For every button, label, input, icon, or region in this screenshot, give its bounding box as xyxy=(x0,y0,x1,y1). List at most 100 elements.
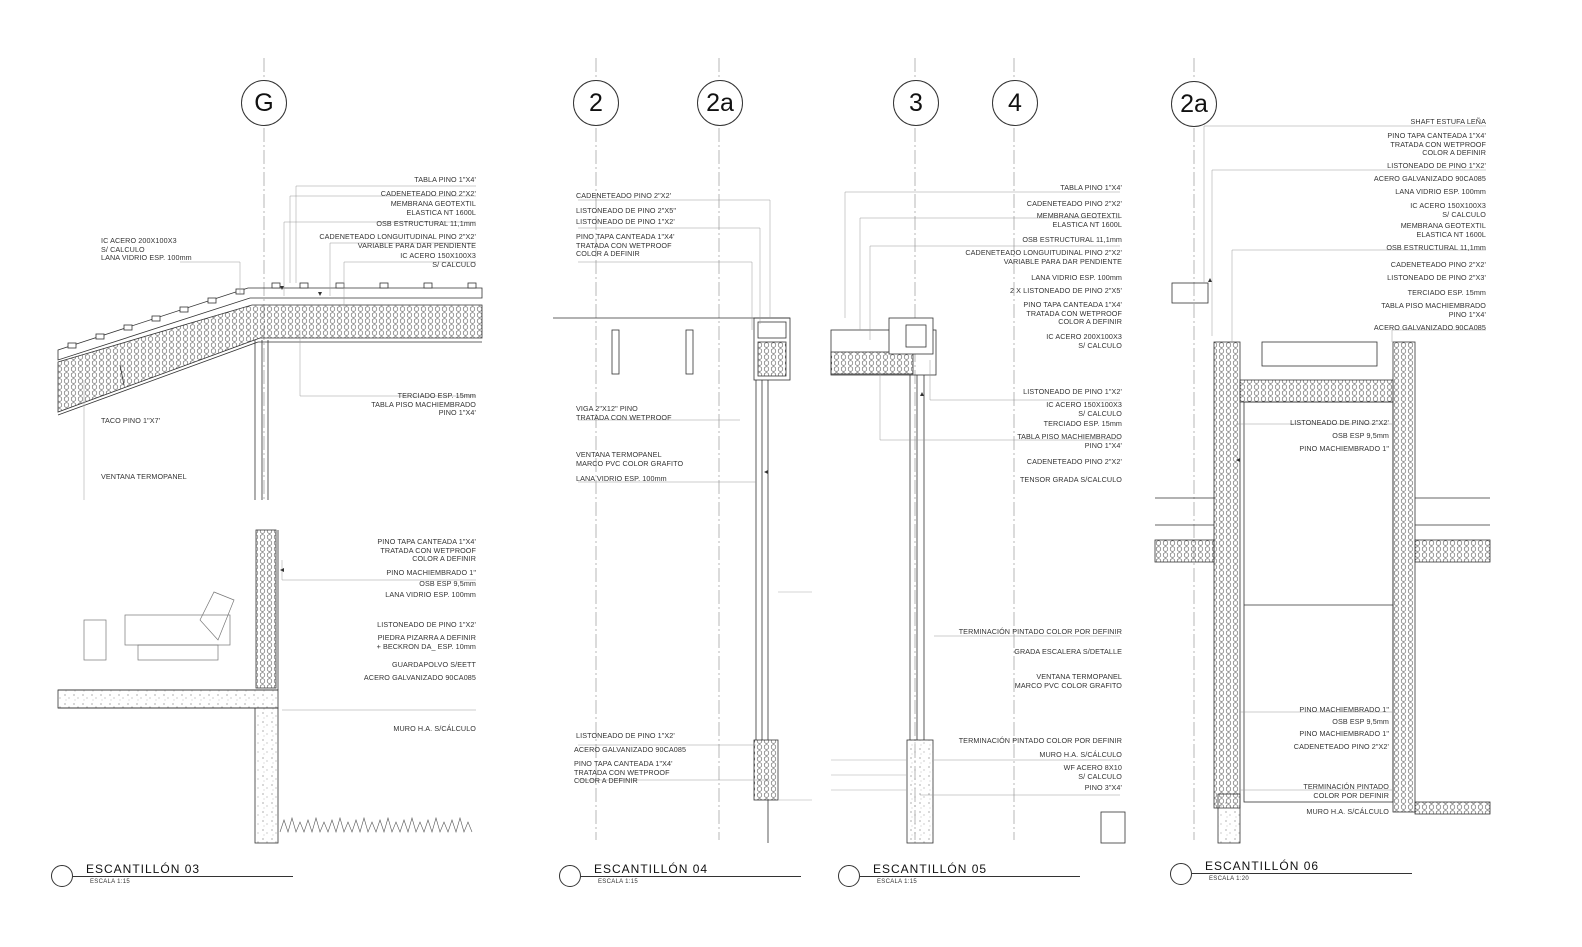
title-marker-icon xyxy=(838,865,860,887)
e05-mid-label: CADENETEADO PINO 2"X2' xyxy=(1026,457,1122,466)
e05-top-label: CADENETEADO PINO 2"X2' xyxy=(1026,199,1122,208)
e06-top-label: CADENETEADO PINO 2"X2' xyxy=(1390,260,1486,269)
section-title: ESCANTILLÓN 04 xyxy=(594,862,709,876)
e03-wall-label: LISTONEADO DE PINO 1"X2' xyxy=(377,620,476,629)
e05-bottom-label: TERMINACIÓN PINTADO COLOR POR DEFINIR xyxy=(958,736,1122,745)
e05-bottom-label: GRADA ESCALERA S/DETALLE xyxy=(1014,647,1122,656)
e05-top-label: 2 X LISTONEADO DE PINO 2"X5' xyxy=(1009,286,1122,295)
section-title: ESCANTILLÓN 06 xyxy=(1205,859,1320,873)
e05-bottom-label: WF ACERO 8X10 S/ CALCULO xyxy=(1063,763,1122,781)
e05-bottom-label: PINO 3"X4' xyxy=(1084,783,1122,792)
e03-wall-label: LANA VIDRIO ESP. 100mm xyxy=(385,590,476,599)
title-underline xyxy=(860,876,1080,877)
e03-roof-label: IC ACERO 150X100X3 S/ CALCULO xyxy=(400,251,476,269)
e05-top-label: MEMBRANA GEOTEXTIL ELASTICA NT 1600L xyxy=(1036,211,1122,229)
grid-bubble-2: 2 xyxy=(573,80,619,126)
e03-wall-label: OSB ESP 9,5mm xyxy=(419,579,476,588)
e06-top-label: LISTONEADO DE PINO 2"X3' xyxy=(1387,273,1486,282)
e06-top-label: LISTONEADO DE PINO 1"X2' xyxy=(1387,161,1486,170)
e06-bottom-label: PINO MACHIEMBRADO 1" xyxy=(1299,729,1389,738)
grid-axes xyxy=(263,58,1195,840)
section-scale: ESCALA 1:15 xyxy=(90,879,130,885)
section-scale: ESCALA 1:20 xyxy=(1209,876,1249,882)
e04-bottom-label: PINO TAPA CANTEADA 1"X4' TRATADA CON WET… xyxy=(574,759,673,786)
grid-bubble-2a: 2a xyxy=(697,80,743,126)
title-underline xyxy=(73,876,293,877)
e06-top-label: MEMBRANA GEOTEXTIL ELASTICA NT 1600L xyxy=(1400,221,1486,239)
e06-bottom-label: CADENETEADO PINO 2"X2' xyxy=(1293,742,1389,751)
e05-mid-label: IC ACERO 150X100X3 S/ CALCULO xyxy=(1046,400,1122,418)
e05-top-label: LANA VIDRIO ESP. 100mm xyxy=(1031,273,1122,282)
e03-wall-label: PINO TAPA CANTEADA 1"X4' TRATADA CON WET… xyxy=(377,537,476,564)
e05-mid-label: TENSOR GRADA S/CALCULO xyxy=(1019,475,1122,484)
section-e03-roof xyxy=(57,282,483,500)
e03-mid-label: TERCIADO ESP. 15mm TABLA PISO MACHIEMBRA… xyxy=(371,391,476,418)
e04-mid-label: VENTANA TERMOPANEL MARCO PVC COLOR GRAFI… xyxy=(576,450,684,468)
e05-top-label: IC ACERO 200X100X3 S/ CALCULO xyxy=(1046,332,1122,350)
section-title: ESCANTILLÓN 03 xyxy=(86,862,201,876)
e03-wall-label: MURO H.A. S/CÁLCULO xyxy=(393,724,476,733)
e03-wall-label: GUARDAPOLVO S/EETT xyxy=(392,660,476,669)
e06-bottom-label: MURO H.A. S/CÁLCULO xyxy=(1306,807,1389,816)
e06-top-label: SHAFT ESTUFA LEÑA xyxy=(1410,117,1486,126)
grid-bubble-3: 3 xyxy=(893,80,939,126)
e06-bottom-label: OSB ESP 9,5mm xyxy=(1332,717,1389,726)
e05-bottom-label: VENTANA TERMOPANEL MARCO PVC COLOR GRAFI… xyxy=(1014,672,1122,690)
e05-mid-label: LISTONEADO DE PINO 1"X2' xyxy=(1023,387,1122,396)
grid-bubble-2a-e06: 2a xyxy=(1171,81,1217,127)
section-e06 xyxy=(1154,282,1491,844)
e05-mid-label: TABLA PISO MACHIEMBRADO PINO 1"X4' xyxy=(1017,432,1122,450)
e06-top-label: ACERO GALVANIZADO 90CA085 xyxy=(1373,174,1486,183)
e04-top-label: LISTONEADO DE PINO 1"X2' xyxy=(576,217,675,226)
section-title: ESCANTILLÓN 05 xyxy=(873,862,988,876)
e03-roof-label: TABLA PINO 1"X4' xyxy=(414,175,476,184)
leader-lines xyxy=(180,125,1486,796)
e05-bottom-label: MURO H.A. S/CÁLCULO xyxy=(1039,750,1122,759)
grid-bubble-4: 4 xyxy=(992,80,1038,126)
e03-inner-label: VENTANA TERMOPANEL xyxy=(101,472,187,481)
section-scale: ESCALA 1:15 xyxy=(877,879,917,885)
title-marker-icon xyxy=(1170,863,1192,885)
e06-mid-label: PINO MACHIEMBRADO 1" xyxy=(1299,444,1389,453)
e04-mid-label: VIGA 2"X12" PINO TRATADA CON WETPROOF xyxy=(576,404,672,422)
e05-top-label: CADENETEADO LONGUITUDINAL PINO 2"X2' VAR… xyxy=(965,248,1122,266)
e03-inner-label: TACO PINO 1"X7' xyxy=(101,416,161,425)
e03-roof-label: OSB ESTRUCTURAL 11,1mm xyxy=(376,219,476,228)
e06-top-label: LANA VIDRIO ESP. 100mm xyxy=(1395,187,1486,196)
e06-bottom-label: PINO MACHIEMBRADO 1" xyxy=(1299,705,1389,714)
e05-top-label: TABLA PINO 1"X4' xyxy=(1060,183,1122,192)
grid-bubble-g: G xyxy=(241,80,287,126)
section-e03-wall xyxy=(57,529,473,844)
section-scale: ESCALA 1:15 xyxy=(598,879,638,885)
e04-bottom-label: ACERO GALVANIZADO 90CA085 xyxy=(574,745,687,754)
e03-wall-label: PINO MACHIEMBRADO 1" xyxy=(386,568,476,577)
e05-top-label: OSB ESTRUCTURAL 11,1mm xyxy=(1022,235,1122,244)
e04-top-label: LISTONEADO DE PINO 2"X5" xyxy=(576,206,677,215)
e04-bottom-label: LISTONEADO DE PINO 1"X2' xyxy=(576,731,675,740)
section-e04 xyxy=(553,317,812,843)
e05-mid-label: TERCIADO ESP. 15mm xyxy=(1043,419,1122,428)
e06-top-label: IC ACERO 150X100X3 S/ CALCULO xyxy=(1410,201,1486,219)
title-marker-icon xyxy=(51,865,73,887)
e05-top-label: PINO TAPA CANTEADA 1"X4' TRATADA CON WET… xyxy=(1023,300,1122,327)
e06-mid-label: OSB ESP 9,5mm xyxy=(1332,431,1389,440)
e04-top-label: CADENETEADO PINO 2"X2' xyxy=(576,191,672,200)
e04-mid-label: LANA VIDRIO ESP. 100mm xyxy=(576,474,667,483)
title-underline xyxy=(581,876,801,877)
e05-bottom-label: TERMINACIÓN PINTADO COLOR POR DEFINIR xyxy=(958,627,1122,636)
e06-top-label: TABLA PISO MACHIEMBRADO PINO 1"X4' xyxy=(1381,301,1486,319)
e03-wall-label: ACERO GALVANIZADO 90CA085 xyxy=(363,673,476,682)
arrow-marks xyxy=(280,278,1240,572)
e06-mid-label: LISTONEADO DE PINO 2"X2' xyxy=(1290,418,1389,427)
e06-bottom-label: TERMINACIÓN PINTADO COLOR POR DEFINIR xyxy=(1303,782,1389,800)
e03-left-label: IC ACERO 200X100X3 S/ CALCULO LANA VIDRI… xyxy=(101,236,192,263)
e04-top-label: PINO TAPA CANTEADA 1"X4' TRATADA CON WET… xyxy=(576,232,675,259)
e03-wall-label: PIEDRA PIZARRA A DEFINIR + BECKRON DA_ E… xyxy=(376,633,476,651)
title-underline xyxy=(1192,873,1412,874)
title-marker-icon xyxy=(559,865,581,887)
section-e05 xyxy=(830,317,1126,844)
e06-top-label: ACERO GALVANIZADO 90CA085 xyxy=(1373,323,1486,332)
e06-top-label: PINO TAPA CANTEADA 1"X4' TRATADA CON WET… xyxy=(1387,131,1486,158)
e06-top-label: OSB ESTRUCTURAL 11,1mm xyxy=(1386,243,1486,252)
